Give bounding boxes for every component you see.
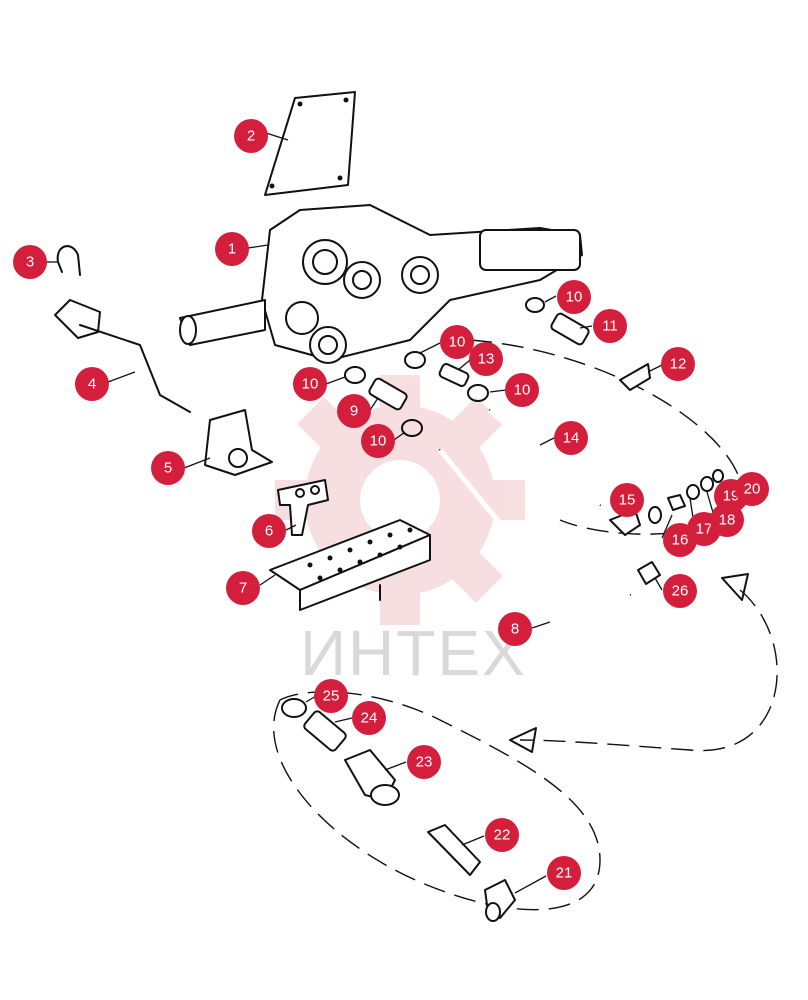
svg-text:20: 20 [744, 481, 761, 498]
svg-text:10: 10 [514, 382, 531, 399]
part-coupler [344, 749, 400, 806]
part-ring [467, 384, 489, 402]
part-u-clip [56, 245, 81, 276]
svg-text:22: 22 [494, 827, 511, 844]
callout-14: 14 [554, 421, 588, 455]
assembly-path-lower [273, 691, 601, 911]
part-elbow [438, 363, 470, 387]
callout-5: 5 [151, 451, 185, 485]
svg-text:2: 2 [247, 128, 255, 145]
part-bracket [204, 409, 273, 476]
callout-4: 4 [75, 367, 109, 401]
part-small-bracket [277, 479, 329, 536]
svg-text:11: 11 [602, 318, 618, 335]
svg-text:23: 23 [416, 754, 433, 771]
svg-text:17: 17 [696, 521, 713, 538]
part-threaded-adapter [303, 710, 347, 752]
part-nut [667, 494, 686, 511]
callout-10: 10 [557, 280, 591, 314]
svg-text:8: 8 [511, 621, 519, 638]
svg-text:10: 10 [370, 433, 387, 450]
part-nipple [427, 824, 481, 876]
assembly-path-right [469, 339, 743, 535]
part-ring [404, 351, 426, 369]
part-ring [525, 297, 545, 313]
svg-text:7: 7 [239, 580, 247, 597]
callout-2: 2 [234, 119, 268, 153]
svg-text:24: 24 [361, 710, 378, 727]
part-union [550, 312, 590, 346]
callout-10: 10 [440, 325, 474, 359]
callout-22: 22 [485, 818, 519, 852]
callout-10: 10 [505, 373, 539, 407]
svg-text:3: 3 [26, 254, 34, 271]
callout-10: 10 [361, 424, 395, 458]
svg-text:10: 10 [566, 289, 583, 306]
callout-20: 20 [735, 472, 769, 506]
callout-23: 23 [407, 745, 441, 779]
callout-9: 9 [337, 394, 371, 428]
part-fitting [368, 377, 408, 411]
watermark-text: ИНТЕХ [300, 617, 527, 689]
part-perforated-plate [269, 519, 431, 611]
callout-8: 8 [498, 612, 532, 646]
part-plug [637, 561, 661, 585]
svg-text:6: 6 [265, 523, 273, 540]
part-washer [712, 469, 724, 483]
callout-15: 15 [610, 483, 644, 517]
part-elbow-lower [484, 879, 516, 922]
callout-24: 24 [352, 701, 386, 735]
callout-25: 25 [314, 679, 348, 713]
leader-lines [46, 132, 715, 894]
callout-6: 6 [252, 514, 286, 548]
part-ring [401, 419, 423, 437]
svg-text:10: 10 [302, 376, 319, 393]
part-ring [281, 698, 307, 718]
svg-text:21: 21 [556, 865, 573, 882]
svg-text:14: 14 [563, 430, 580, 447]
part-bent-tube-inner [438, 448, 632, 629]
callout-21: 21 [547, 856, 581, 890]
part-angle-bracket [619, 363, 651, 391]
svg-text:10: 10 [449, 334, 466, 351]
svg-text:15: 15 [619, 492, 636, 509]
callout-1: 1 [215, 232, 249, 266]
part-control-rod [54, 299, 191, 413]
part-ring [344, 366, 366, 384]
assembly-path-return [519, 589, 778, 752]
part-hose [488, 407, 602, 508]
svg-text:25: 25 [323, 688, 340, 705]
part-washer [700, 476, 714, 492]
svg-text:4: 4 [88, 376, 96, 393]
part-valve-block [179, 204, 583, 364]
callout-3: 3 [13, 245, 47, 279]
callout-13: 13 [469, 342, 503, 376]
part-washer [686, 484, 700, 500]
callout-7: 7 [226, 571, 260, 605]
part-plate [264, 91, 356, 196]
svg-text:18: 18 [719, 512, 736, 529]
callout-11: 11 [593, 309, 627, 343]
svg-text:9: 9 [350, 403, 358, 420]
svg-text:26: 26 [672, 583, 689, 600]
callout-10: 10 [293, 367, 327, 401]
part-washer [648, 506, 662, 524]
callout-26: 26 [663, 574, 697, 608]
callout-12: 12 [661, 347, 695, 381]
svg-text:19: 19 [723, 488, 740, 505]
svg-text:16: 16 [672, 532, 689, 549]
svg-text:13: 13 [478, 351, 495, 368]
arrow-head-left [509, 727, 537, 753]
svg-text:1: 1 [228, 241, 236, 258]
arrow-head-up [721, 573, 749, 601]
svg-text:12: 12 [670, 356, 687, 373]
svg-text:5: 5 [164, 460, 172, 477]
